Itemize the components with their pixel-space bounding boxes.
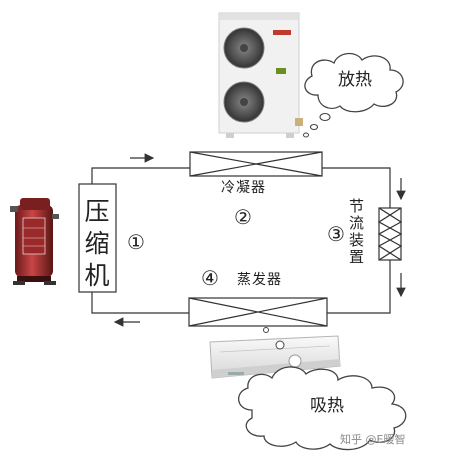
heat-release-cloud (303, 52, 404, 138)
throttle-valve-box (377, 207, 403, 261)
evaporator-label: 蒸发器 (237, 272, 282, 288)
step-number-2: ② (234, 205, 252, 229)
heat-absorb-label: 吸热 (310, 396, 344, 416)
compressor-label: 压缩机 (84, 197, 110, 290)
condenser-label: 冷凝器 (221, 180, 266, 196)
outdoor-unit-image (218, 12, 303, 138)
flow-arrows (113, 153, 406, 327)
compressor-image (10, 198, 59, 285)
step-number-1: ① (127, 230, 145, 254)
condenser-box (189, 151, 323, 177)
indoor-ac-unit-image (209, 327, 341, 379)
refrigerant-piping (91, 167, 391, 314)
step-number-3: ③ (327, 222, 345, 246)
evaporator-box (188, 297, 328, 327)
watermark: 知乎 @E暖智 (340, 433, 406, 446)
step-number-4: ④ (201, 266, 219, 290)
heat-absorb-cloud (238, 366, 407, 451)
compressor-box (78, 183, 117, 293)
heat-release-label: 放热 (338, 70, 372, 90)
throttle-valve-label: 节流装置 (349, 197, 365, 266)
